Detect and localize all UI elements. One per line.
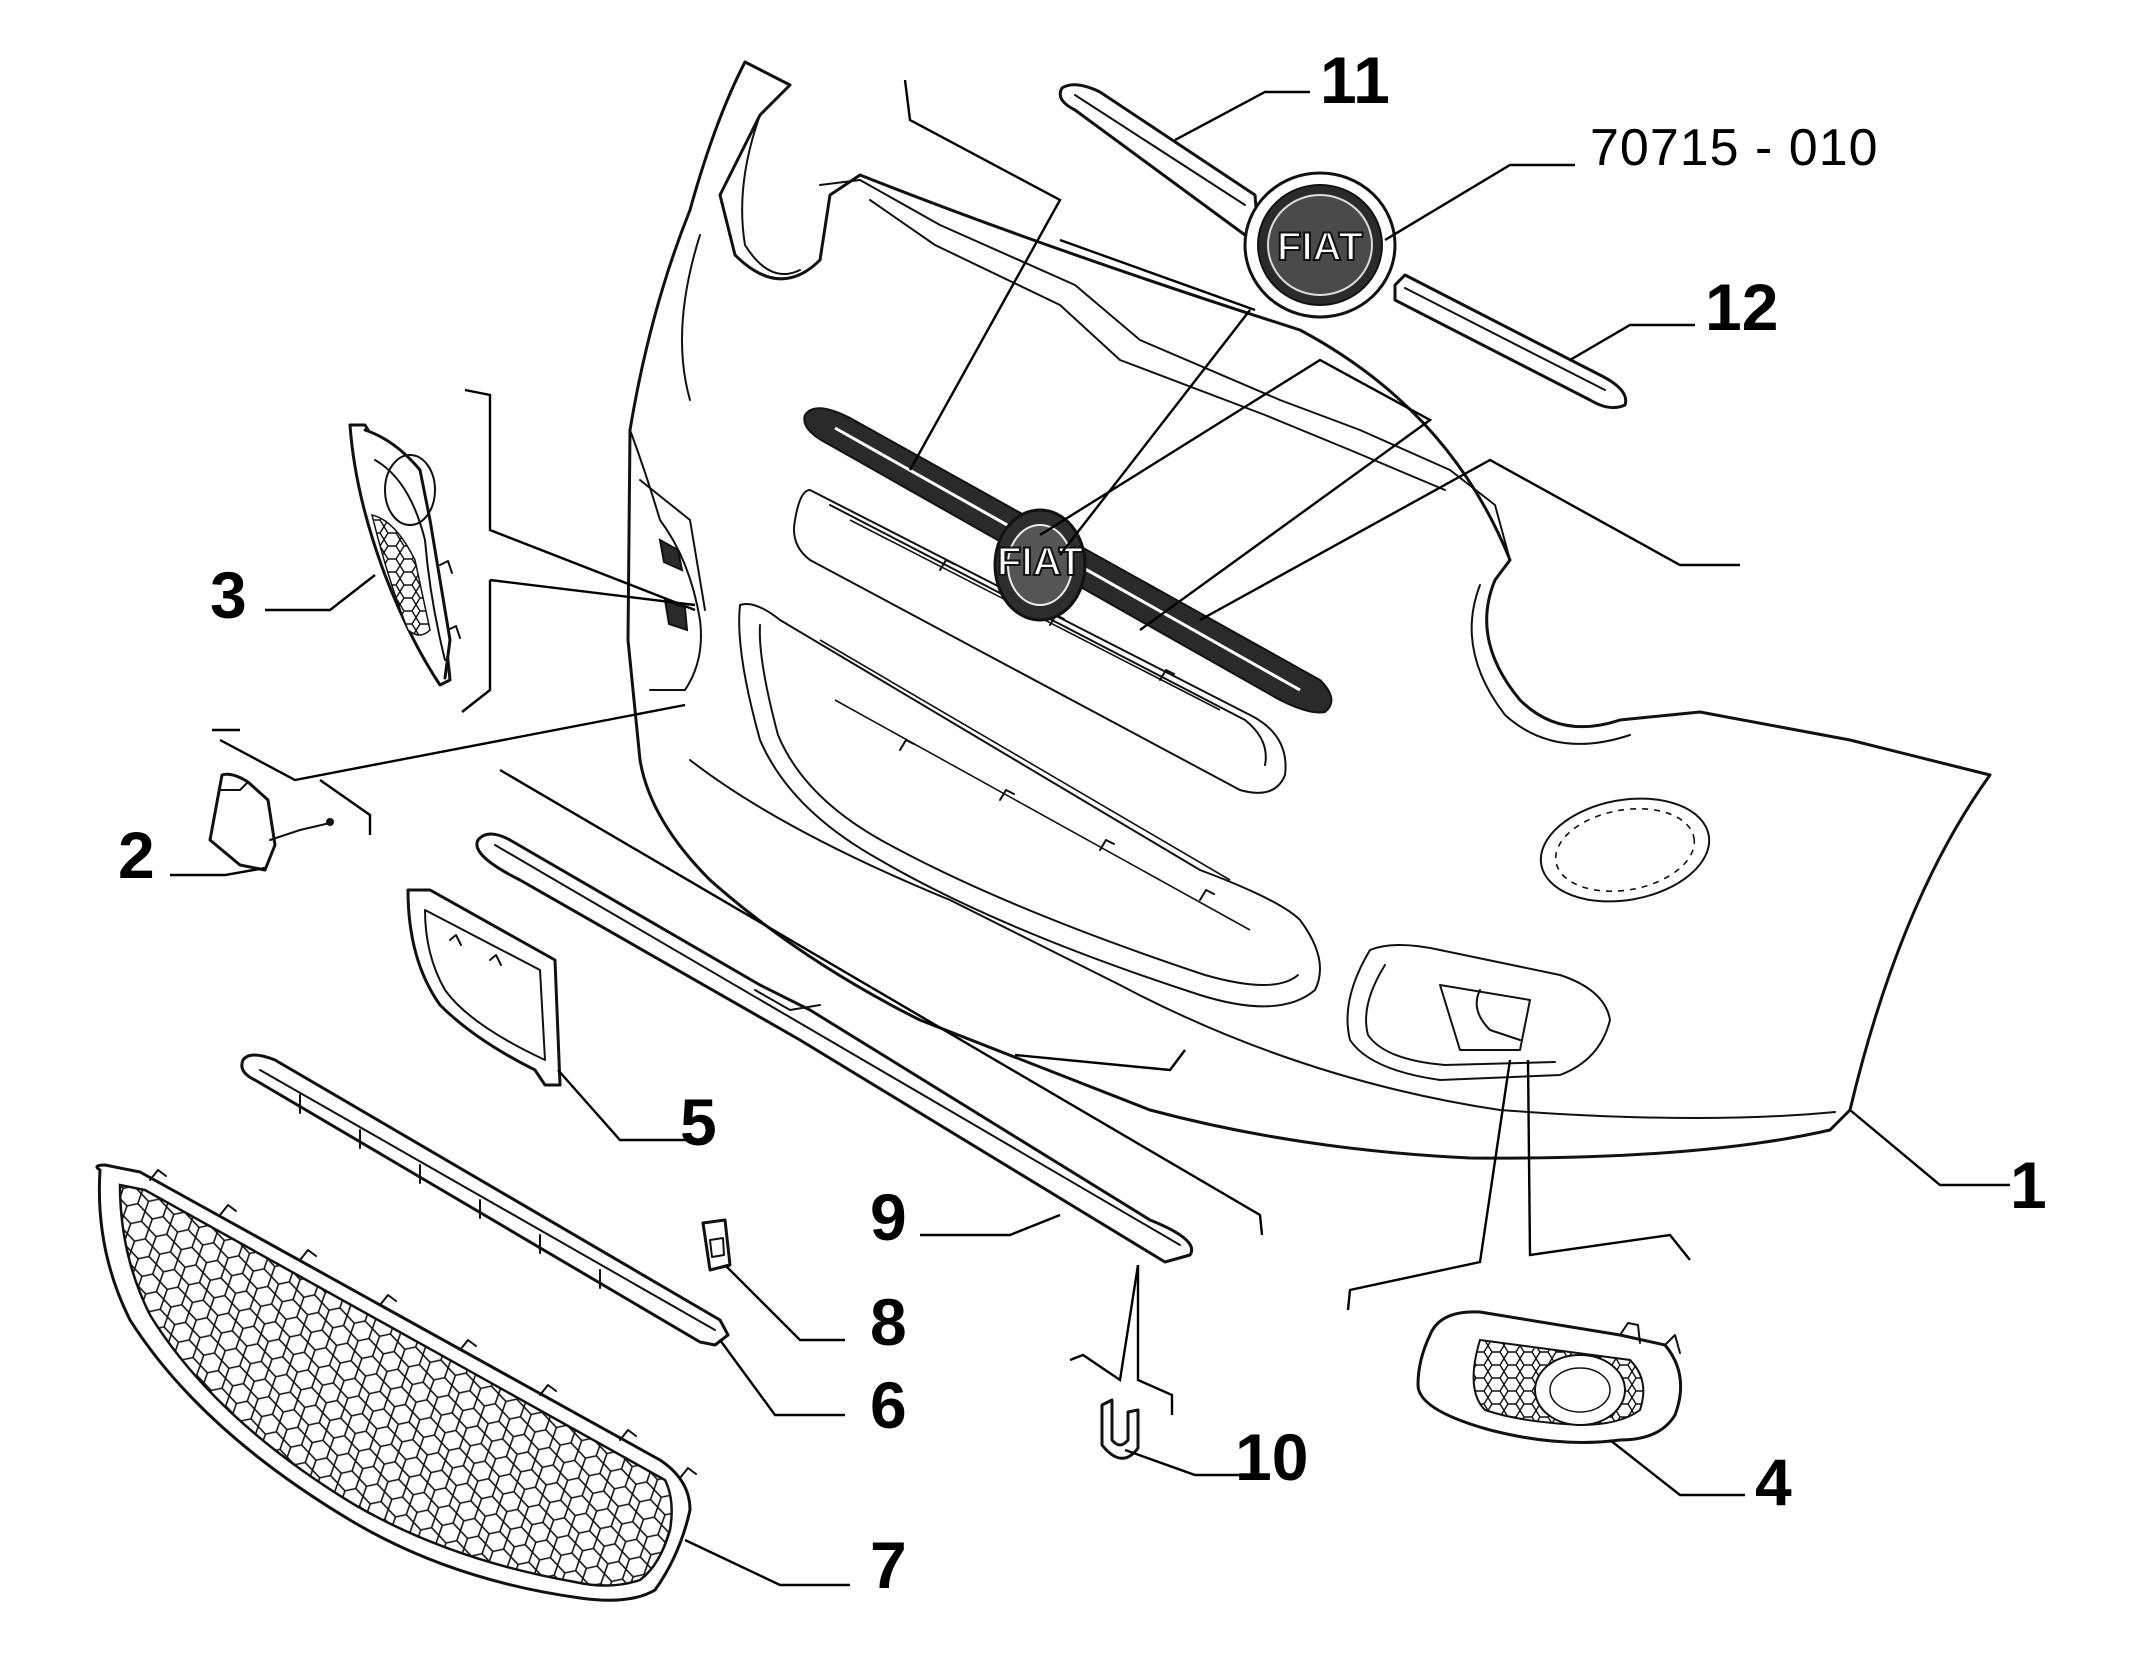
callout-11: 11 <box>1320 43 1390 117</box>
right-chrome-moustache <box>1393 273 1628 410</box>
callout-9: 9 <box>870 1180 907 1254</box>
reference-code: 70715 - 010 <box>1590 119 1879 177</box>
retaining-clip <box>1100 1398 1140 1460</box>
spoiler-strip <box>475 832 1193 1264</box>
callout-4: 4 <box>1755 1445 1792 1519</box>
callout-12: 12 <box>1705 270 1778 344</box>
bumper-badge: FIAT <box>993 508 1087 622</box>
right-fog-lamp-bezel <box>1416 1310 1683 1444</box>
left-fog-lamp-bezel <box>348 423 461 687</box>
left-chrome-moustache <box>1058 83 1260 237</box>
lower-mesh-grille <box>95 1163 697 1602</box>
plate-frame <box>406 888 562 1087</box>
bumper-badge-text: FIAT <box>997 540 1083 584</box>
lower-grille-trim <box>240 1053 730 1347</box>
callout-5: 5 <box>680 1085 717 1159</box>
fiat-badge: FIAT <box>1243 171 1397 319</box>
callout-7: 7 <box>870 1528 907 1602</box>
callout-3: 3 <box>210 558 247 632</box>
callout-8: 8 <box>870 1285 907 1359</box>
clip <box>701 1218 732 1272</box>
fiat-badge-text: FIAT <box>1277 225 1363 269</box>
callout-10: 10 <box>1235 1420 1308 1494</box>
tow-hook-cover <box>208 772 334 872</box>
callout-6: 6 <box>870 1368 907 1442</box>
leader-lines <box>170 79 2010 1587</box>
callout-2: 2 <box>118 818 155 892</box>
callout-1: 1 <box>2010 1148 2047 1222</box>
